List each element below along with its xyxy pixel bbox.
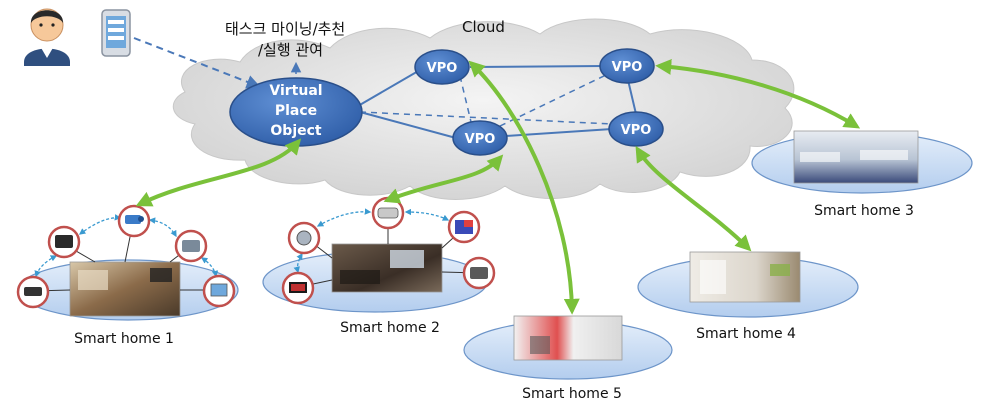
vpo-main-line2: Place bbox=[275, 103, 317, 119]
tv-device-icon bbox=[281, 271, 315, 305]
smart-home-3-photo bbox=[793, 130, 919, 184]
smart-home-1-photo bbox=[69, 261, 181, 317]
smart-home-4-label: Smart home 4 bbox=[696, 326, 796, 342]
vpo-node-1: VPO bbox=[414, 49, 470, 85]
cloud-label: Cloud bbox=[462, 18, 505, 36]
home-1-device-link-3 bbox=[34, 255, 58, 278]
phone-device-icon bbox=[174, 229, 208, 263]
smart-home-3-label: Smart home 3 bbox=[814, 203, 914, 219]
smartphone-icon bbox=[101, 9, 131, 57]
vpo-node-3-label: VPO bbox=[465, 132, 496, 147]
green-sync-arrows bbox=[135, 58, 861, 315]
tablet-device-icon bbox=[47, 225, 81, 259]
link-main-vpo3 bbox=[359, 111, 457, 139]
task-label-line1: 태스크 마이닝/추천 bbox=[225, 20, 345, 38]
home-2-device-link-3 bbox=[293, 252, 303, 274]
vpo-node-4-label: VPO bbox=[621, 123, 652, 138]
vpo-node-1-label: VPO bbox=[427, 61, 458, 76]
sync-arrow-home-5 bbox=[468, 60, 580, 315]
user-request-arrow bbox=[133, 37, 261, 89]
smart-home-1-label: Smart home 1 bbox=[74, 331, 174, 347]
vpo-main-line1: Virtual bbox=[269, 83, 322, 99]
dlink-vpo1-vpo3 bbox=[459, 75, 473, 127]
webcam-device-icon bbox=[287, 221, 321, 255]
smart-home-4-photo bbox=[689, 251, 801, 303]
home-2-device-link-2 bbox=[404, 208, 450, 221]
smart-home-5-photo bbox=[513, 315, 623, 361]
printer-device-icon bbox=[462, 256, 496, 290]
home-1-device-link-4 bbox=[200, 257, 219, 278]
vpo-node-4: VPO bbox=[608, 111, 664, 147]
home-1-devices bbox=[16, 204, 236, 309]
smart-home-2-label: Smart home 2 bbox=[340, 320, 440, 336]
camera-device-icon bbox=[117, 204, 151, 238]
vpo-node-2: VPO bbox=[599, 48, 655, 84]
vpo-node-3: VPO bbox=[452, 120, 508, 156]
projector-device-icon-2 bbox=[371, 196, 405, 230]
vpo-node-2-label: VPO bbox=[612, 60, 643, 75]
vpo-main-line3: Object bbox=[270, 123, 322, 139]
smart-home-2-photo bbox=[331, 243, 443, 293]
user-icon bbox=[24, 8, 70, 66]
monitor-device-icon bbox=[202, 274, 236, 308]
projector-device-icon bbox=[16, 275, 50, 309]
sync-arrow-home-3 bbox=[655, 58, 861, 129]
link-main-vpo1 bbox=[357, 69, 421, 107]
board-device-icon bbox=[447, 210, 481, 244]
sync-arrow-home-1 bbox=[135, 138, 302, 207]
link-vpo1-vpo2 bbox=[469, 65, 605, 68]
link-vpo2-vpo4 bbox=[627, 79, 637, 115]
smart-home-5-label: Smart home 5 bbox=[522, 386, 622, 402]
home-2-device-link-1 bbox=[316, 208, 372, 227]
sync-arrow-home-4 bbox=[635, 145, 752, 252]
home-1-device-link-1 bbox=[78, 214, 122, 235]
home-1-device-link-2 bbox=[148, 217, 177, 238]
task-label-line2: /실행 관여 bbox=[258, 41, 323, 59]
virtual-place-object-node: Virtual Place Object bbox=[229, 77, 363, 147]
